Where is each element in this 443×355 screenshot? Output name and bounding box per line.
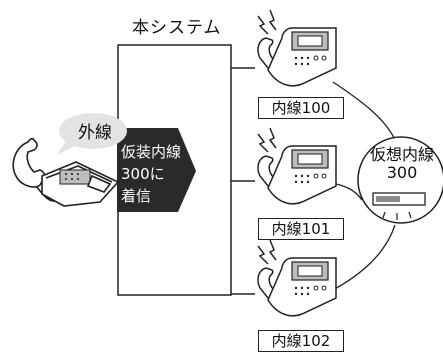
incoming-call-text: 仮装内線 300に 着信 [121, 141, 191, 207]
virtual-link-102 [332, 224, 396, 291]
extension-label-100: 内線100 [258, 97, 344, 119]
outside-line-bubble [59, 113, 127, 149]
arrow-text-line-1: 仮装内線 [121, 143, 182, 161]
virtual-extension-label: 仮想内線 [369, 145, 434, 164]
phone-icon-102 [257, 239, 337, 317]
virtual-extension-number: 300 [386, 163, 418, 182]
system-label: 本システム [132, 18, 222, 38]
caller-phone-icon [12, 137, 120, 207]
incoming-call-arrow [117, 128, 196, 212]
extension-label-101: 内線101 [258, 218, 344, 240]
arrow-text-line-2: 300に [121, 165, 165, 183]
arrow-text-line-3: 着信 [121, 187, 152, 205]
extension-label-102: 内線102 [258, 330, 344, 352]
virtual-extension-text: 仮想内線 300 [360, 146, 443, 182]
phone-icon-101 [257, 127, 337, 205]
virtual-link-100 [332, 81, 396, 141]
outside-line-label: 外線 [78, 123, 112, 143]
phone-icon-100 [257, 9, 337, 87]
